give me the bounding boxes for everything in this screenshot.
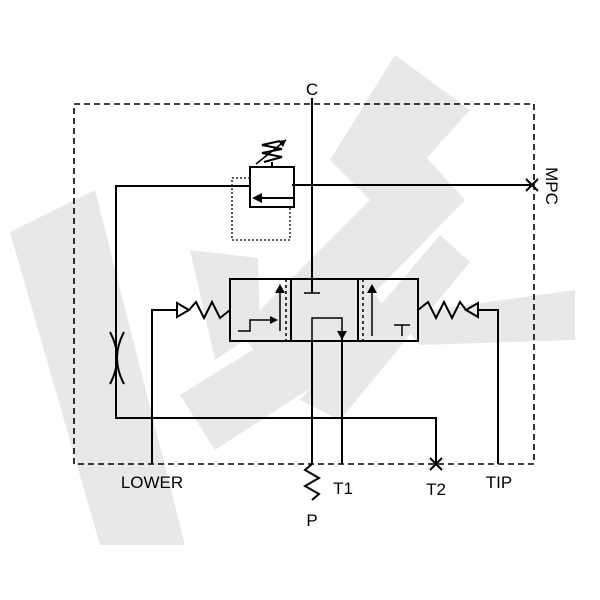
hydraulic-lines [115,98,532,464]
port-label-tip: TIP [486,473,512,492]
orifice-restrictor-icon [109,331,125,385]
left-spring-actuator-icon [176,299,231,321]
port-label-mpc: MPC [542,167,561,205]
right-spring-actuator-icon [417,299,479,321]
pressure-relief-valve-icon [231,139,295,241]
housing-boundary [73,103,535,465]
port-label-t2: T2 [426,480,446,499]
port-label-c: C [306,80,318,99]
mpc-plugged-port-icon [525,178,539,192]
port-label-lower: LOWER [121,473,183,492]
port-label-p: P [306,511,317,530]
port-label-t1: T1 [333,479,353,498]
t2-plugged-port-icon [429,457,443,471]
p-port-spring-icon [302,463,322,501]
wk-logo-watermark-icon [10,55,575,545]
